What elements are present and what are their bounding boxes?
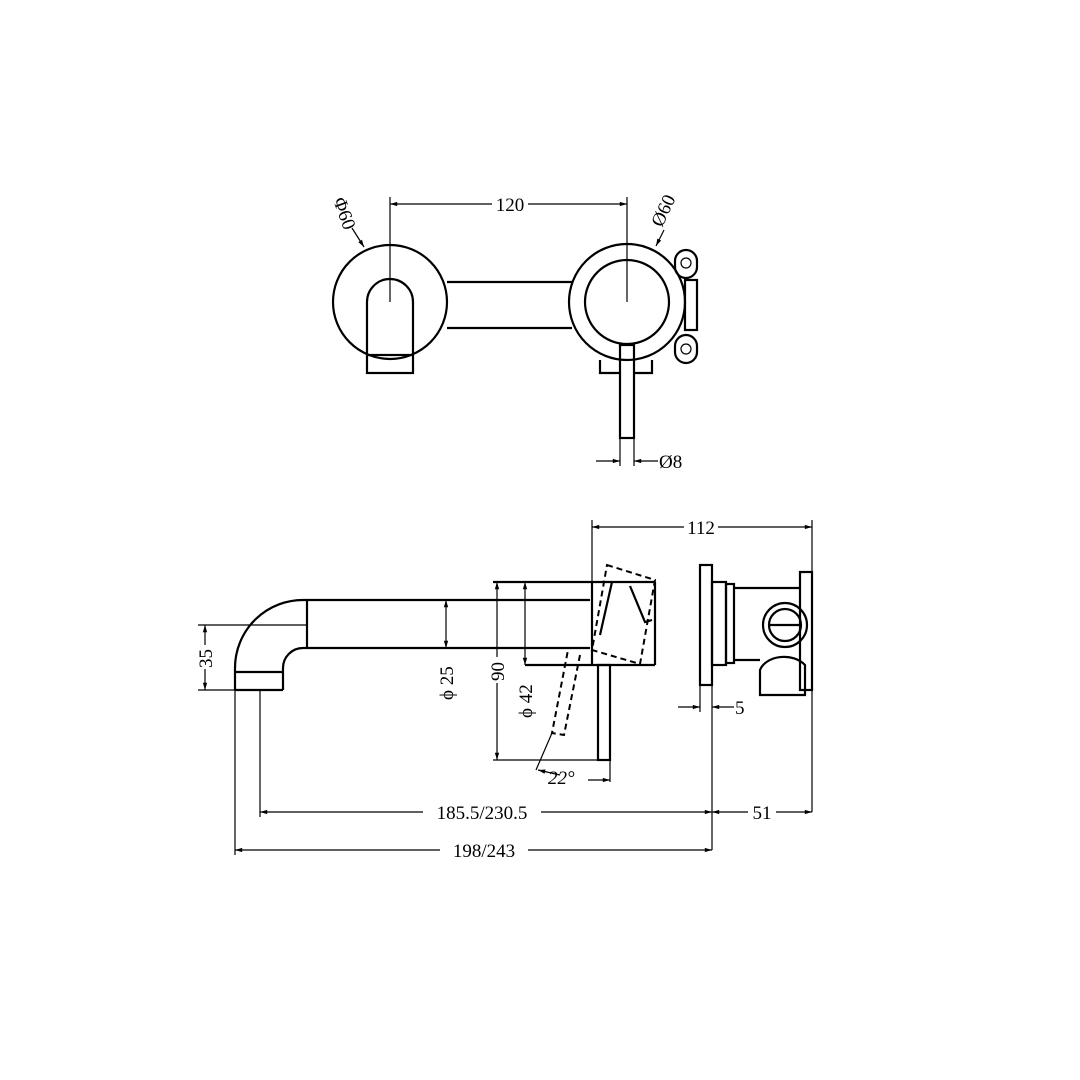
dim-center-distance: 120	[496, 195, 525, 216]
leader-left-dia	[351, 227, 365, 248]
leader-right-dia	[655, 229, 665, 247]
valve-ring	[724, 582, 736, 665]
side-view: 112 35 ϕ 25 90 ϕ 42 22° 5 185.5/230.5 51	[196, 517, 814, 862]
bracket-hole-lower	[680, 343, 692, 355]
bracket-hole-upper	[680, 257, 692, 269]
dim-left-diameter: Φ60	[328, 195, 359, 233]
lever-rotated-dashed	[550, 649, 581, 737]
lever-top	[618, 343, 636, 440]
bracket-upper	[673, 248, 699, 280]
dim-wall-depth: 51	[753, 803, 772, 824]
handle-rotated-dashed	[590, 563, 657, 666]
valve-collar	[710, 580, 728, 667]
dim-depth: 112	[687, 518, 715, 539]
mixer-body-stub	[598, 360, 654, 375]
dim-spout-reach-short: 185.5/230.5	[437, 803, 528, 824]
ext-22-angled	[535, 732, 553, 771]
dim-arrow-22-left	[537, 769, 561, 776]
flange	[698, 563, 714, 687]
bracket-lower	[673, 333, 699, 365]
dim-lever-diameter: Ø8	[659, 452, 682, 473]
bracket-plate	[683, 278, 699, 332]
valve-port-outer	[761, 601, 809, 649]
dim-spout-diameter: ϕ 25	[437, 666, 458, 700]
dim-flange-thickness: 5	[735, 698, 745, 719]
dim-right-diameter: Ø60	[647, 192, 680, 231]
top-view: 120 Φ60 Ø60 Ø8	[328, 192, 699, 473]
dim-body-height: 90	[488, 662, 509, 681]
dim-spout-reach-total: 198/243	[453, 841, 515, 862]
dim-spout-drop: 35	[196, 649, 217, 668]
spout-inner	[281, 646, 590, 690]
spout-tip-top	[365, 353, 415, 375]
spout-outer	[233, 598, 590, 690]
dim-lever-angle: 22°	[548, 768, 575, 789]
dim-body-diameter: ϕ 42	[516, 684, 537, 718]
handle-hub	[598, 581, 653, 636]
lever-side	[596, 663, 612, 762]
valve-outlet	[758, 655, 807, 697]
